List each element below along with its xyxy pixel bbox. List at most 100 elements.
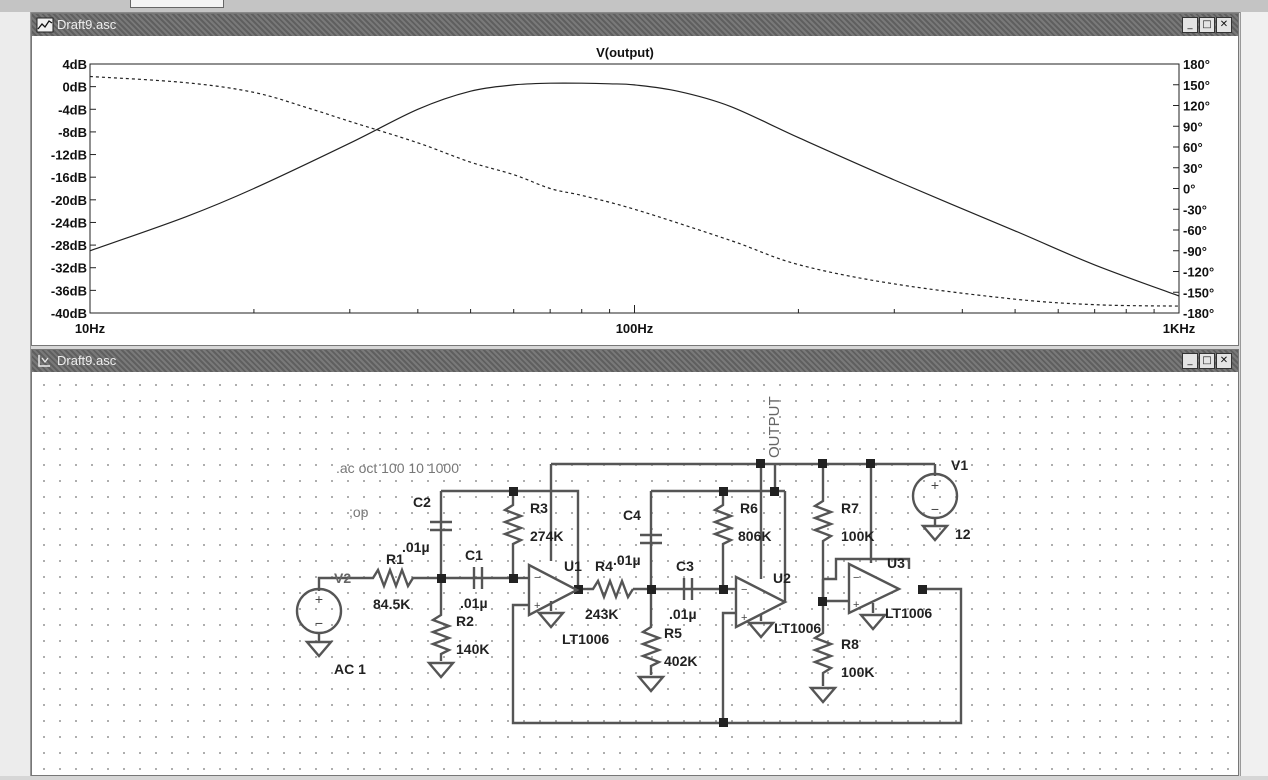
close-button[interactable]: ✕ xyxy=(1216,17,1232,33)
ground-symbol xyxy=(858,613,888,631)
r7-name: R7 xyxy=(841,500,859,516)
minimize-button[interactable]: _ xyxy=(1182,17,1198,33)
u2-name: U2 xyxy=(773,570,791,586)
c2-value: .01µ xyxy=(402,539,430,555)
bode-plot[interactable]: V(output) 4dB0dB-4dB-8dB-12dB-16dB-20dB-… xyxy=(32,37,1238,345)
r6-value: 806K xyxy=(738,528,771,544)
c4-name: C4 xyxy=(623,507,641,523)
v2-value: AC 1 xyxy=(334,661,366,677)
svg-text:−: − xyxy=(741,584,747,596)
left-tick-label: -12dB xyxy=(51,148,87,163)
svg-text:−: − xyxy=(931,501,939,517)
v1-value: 12 xyxy=(955,526,971,542)
r5-name: R5 xyxy=(664,625,682,641)
resistor-r3[interactable] xyxy=(501,501,525,547)
opamp-u1[interactable]: − + xyxy=(527,563,580,617)
c3-name: C3 xyxy=(676,558,694,574)
svg-text:−: − xyxy=(534,572,540,584)
r2-value: 140K xyxy=(456,641,489,657)
waveform-window-titlebar[interactable]: Draft9.asc _ □ ✕ xyxy=(32,14,1238,36)
window-tab-fragment[interactable] xyxy=(130,0,224,8)
net-label-output[interactable]: OUTPUT xyxy=(766,396,783,458)
resistor-r2[interactable] xyxy=(429,609,453,661)
schematic-window-titlebar[interactable]: Draft9.asc _ □ ✕ xyxy=(32,350,1238,372)
capacitor-c2[interactable] xyxy=(430,520,452,532)
right-tick-label: -60° xyxy=(1183,223,1207,238)
ground-symbol xyxy=(636,675,666,693)
x-tick-label: 10Hz xyxy=(75,321,106,336)
r8-value: 100K xyxy=(841,664,874,680)
c1-name: C1 xyxy=(465,547,483,563)
close-button[interactable]: ✕ xyxy=(1216,353,1232,369)
svg-text:+: + xyxy=(931,477,939,493)
capacitor-c1[interactable] xyxy=(472,567,484,589)
voltage-source-v1[interactable]: + − xyxy=(911,472,959,526)
resistor-r7[interactable] xyxy=(811,496,835,546)
right-tick-label: 0° xyxy=(1183,182,1195,197)
r7-value: 100K xyxy=(841,528,874,544)
r6-name: R6 xyxy=(740,500,758,516)
restore-button[interactable]: □ xyxy=(1199,17,1215,33)
left-axis: 4dB0dB-4dB-8dB-12dB-16dB-20dB-24dB-28dB-… xyxy=(51,57,96,321)
right-tick-label: -180° xyxy=(1183,306,1214,321)
v1-name: V1 xyxy=(951,457,968,473)
right-tick-label: 60° xyxy=(1183,140,1203,155)
ground-symbol xyxy=(536,611,566,629)
ground-symbol xyxy=(808,686,838,704)
right-tick-label: 120° xyxy=(1183,99,1210,114)
u1-name: U1 xyxy=(564,558,582,574)
minimize-button[interactable]: _ xyxy=(1182,353,1198,369)
r8-name: R8 xyxy=(841,636,859,652)
resistor-r1[interactable] xyxy=(339,566,424,590)
r1-value: 84.5K xyxy=(373,596,410,612)
waveform-icon xyxy=(36,17,54,33)
svg-text:+: + xyxy=(853,599,859,611)
left-tick-label: -32dB xyxy=(51,261,87,276)
x-tick-label: 100Hz xyxy=(616,321,654,336)
right-tick-label: 90° xyxy=(1183,119,1203,134)
resistor-r4[interactable] xyxy=(587,577,635,601)
left-tick-label: -8dB xyxy=(58,125,87,140)
traces xyxy=(89,75,1180,307)
trace-title[interactable]: V(output) xyxy=(596,45,654,60)
capacitor-c3[interactable] xyxy=(682,578,694,600)
resistor-r6[interactable] xyxy=(711,501,735,547)
schematic-drawing[interactable]: − + − + − + xyxy=(32,373,1238,775)
r1-name: R1 xyxy=(386,551,404,567)
right-tick-label: 150° xyxy=(1183,78,1210,93)
schematic-canvas[interactable]: − + − + − + xyxy=(32,373,1238,775)
right-tick-label: -120° xyxy=(1183,265,1214,280)
capacitor-c4[interactable] xyxy=(640,533,662,545)
left-tick-label: -16dB xyxy=(51,170,87,185)
c3-value: .01µ xyxy=(669,606,697,622)
v2-name: V2 xyxy=(334,570,351,586)
c4-value: .01µ xyxy=(613,552,641,568)
x-tick-label: 1KHz xyxy=(1163,321,1196,336)
left-tick-label: -4dB xyxy=(58,102,87,117)
svg-text:−: − xyxy=(315,615,323,631)
schematic-editor-window[interactable]: Draft9.asc _ □ ✕ xyxy=(31,349,1239,776)
opamp-u2[interactable]: − + xyxy=(734,575,788,629)
spice-directive-op[interactable]: ;op xyxy=(349,504,369,520)
left-tick-label: -20dB xyxy=(51,193,87,208)
r3-value: 274K xyxy=(530,528,563,544)
r4-value: 243K xyxy=(585,606,618,622)
x-axis: 10Hz 100Hz 1KHz xyxy=(75,305,1196,336)
left-tick-label: -40dB xyxy=(51,306,87,321)
restore-button[interactable]: □ xyxy=(1199,353,1215,369)
r3-name: R3 xyxy=(530,500,548,516)
u1-value: LT1006 xyxy=(562,631,609,647)
resistor-r8[interactable] xyxy=(811,626,835,686)
mdi-left-edge xyxy=(0,12,31,776)
svg-text:+: + xyxy=(315,591,323,607)
resistor-r5[interactable] xyxy=(639,621,663,675)
svg-text:−: − xyxy=(853,572,859,584)
left-tick-label: 0dB xyxy=(62,80,87,95)
voltage-source-v2[interactable]: + − xyxy=(295,587,343,642)
ground-symbol xyxy=(746,621,776,639)
right-tick-label: -150° xyxy=(1183,285,1214,300)
opamp-u3[interactable]: − + xyxy=(847,562,902,615)
spice-directive-ac[interactable]: .ac oct 100 10 1000 xyxy=(336,460,459,476)
